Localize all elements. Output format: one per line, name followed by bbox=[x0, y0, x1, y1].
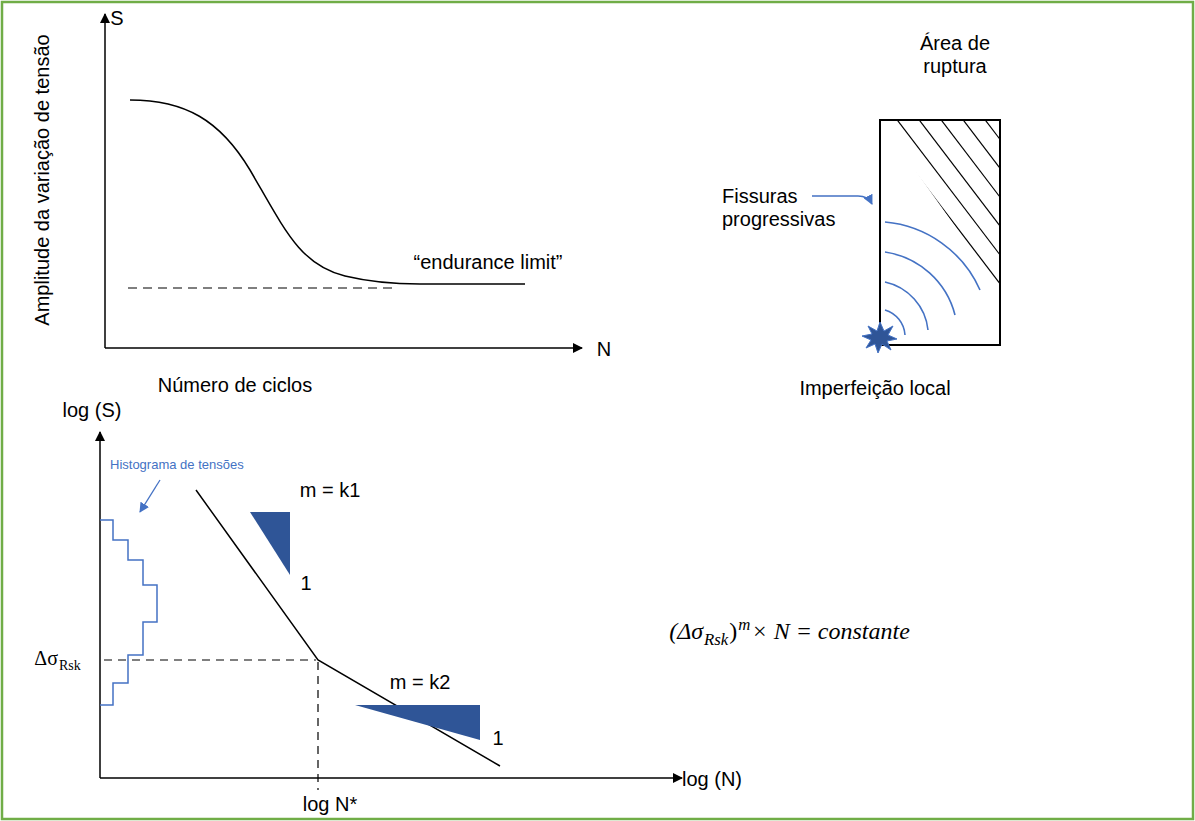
slope-unit: 1 bbox=[300, 572, 311, 595]
y-axis bbox=[104, 14, 106, 348]
hatch-line bbox=[926, 100, 1086, 310]
stress-range-label: ΔσRsk bbox=[34, 646, 81, 675]
slope-unit: 1 bbox=[492, 727, 503, 750]
axis-label: S bbox=[110, 7, 123, 30]
section-outline bbox=[880, 120, 1000, 345]
stress-subscript: Rsk bbox=[59, 658, 82, 673]
sn-line bbox=[196, 490, 500, 766]
leader-line bbox=[140, 480, 160, 512]
curve-label: “endurance limit” bbox=[414, 251, 563, 274]
axis-title: Número de ciclos bbox=[158, 374, 313, 397]
hatch-line bbox=[948, 100, 1108, 310]
formula-exponent: m bbox=[738, 615, 751, 634]
formula-part: (Δσ bbox=[669, 618, 704, 644]
axis-label: log (S) bbox=[63, 399, 122, 422]
hatch-line bbox=[1080, 100, 1195, 310]
imperfection-burst bbox=[862, 322, 897, 353]
hatch-line bbox=[1036, 100, 1195, 310]
y-axis bbox=[99, 432, 101, 778]
x-axis bbox=[100, 777, 682, 779]
axis-title: Amplitude da variação de tensão bbox=[31, 34, 54, 325]
axis-label: log (N) bbox=[682, 768, 742, 791]
slope-label: m = k1 bbox=[300, 479, 361, 502]
slope-label: m = k2 bbox=[390, 671, 451, 694]
crack-fronts bbox=[885, 222, 980, 335]
slope-triangle bbox=[355, 705, 480, 740]
hatch-line bbox=[1014, 100, 1174, 310]
hatch-line bbox=[1102, 100, 1195, 310]
defect-label: Imperfeição local bbox=[799, 377, 950, 400]
axis-label: N bbox=[597, 338, 611, 361]
axis-label: log N* bbox=[303, 792, 357, 815]
histogram-label: Histograma de tensões bbox=[110, 458, 244, 473]
leader-line bbox=[812, 196, 872, 204]
x-axis bbox=[105, 347, 582, 349]
stress-histogram bbox=[100, 520, 157, 705]
hatch-line bbox=[860, 100, 1020, 310]
hatch-line bbox=[882, 100, 1042, 310]
knee-line bbox=[317, 662, 318, 790]
section-title: Área de ruptura bbox=[900, 32, 1010, 78]
crack-label: Fissuras progressivas bbox=[722, 185, 837, 231]
formula-subscript: Rsk bbox=[704, 629, 729, 648]
hatch-line bbox=[992, 100, 1152, 310]
stress-symbol: Δσ bbox=[34, 647, 59, 669]
endurance-line bbox=[128, 287, 392, 288]
fatigue-formula: (ΔσRsk)m× N = constante bbox=[669, 615, 911, 650]
hatch-line bbox=[904, 100, 1064, 310]
slope-triangle bbox=[250, 512, 290, 575]
knee-line bbox=[104, 659, 316, 660]
formula-part: × N = constante bbox=[751, 618, 910, 644]
formula-part: ) bbox=[729, 618, 738, 644]
hatch-line bbox=[970, 100, 1130, 310]
hatch-line bbox=[1058, 100, 1195, 310]
